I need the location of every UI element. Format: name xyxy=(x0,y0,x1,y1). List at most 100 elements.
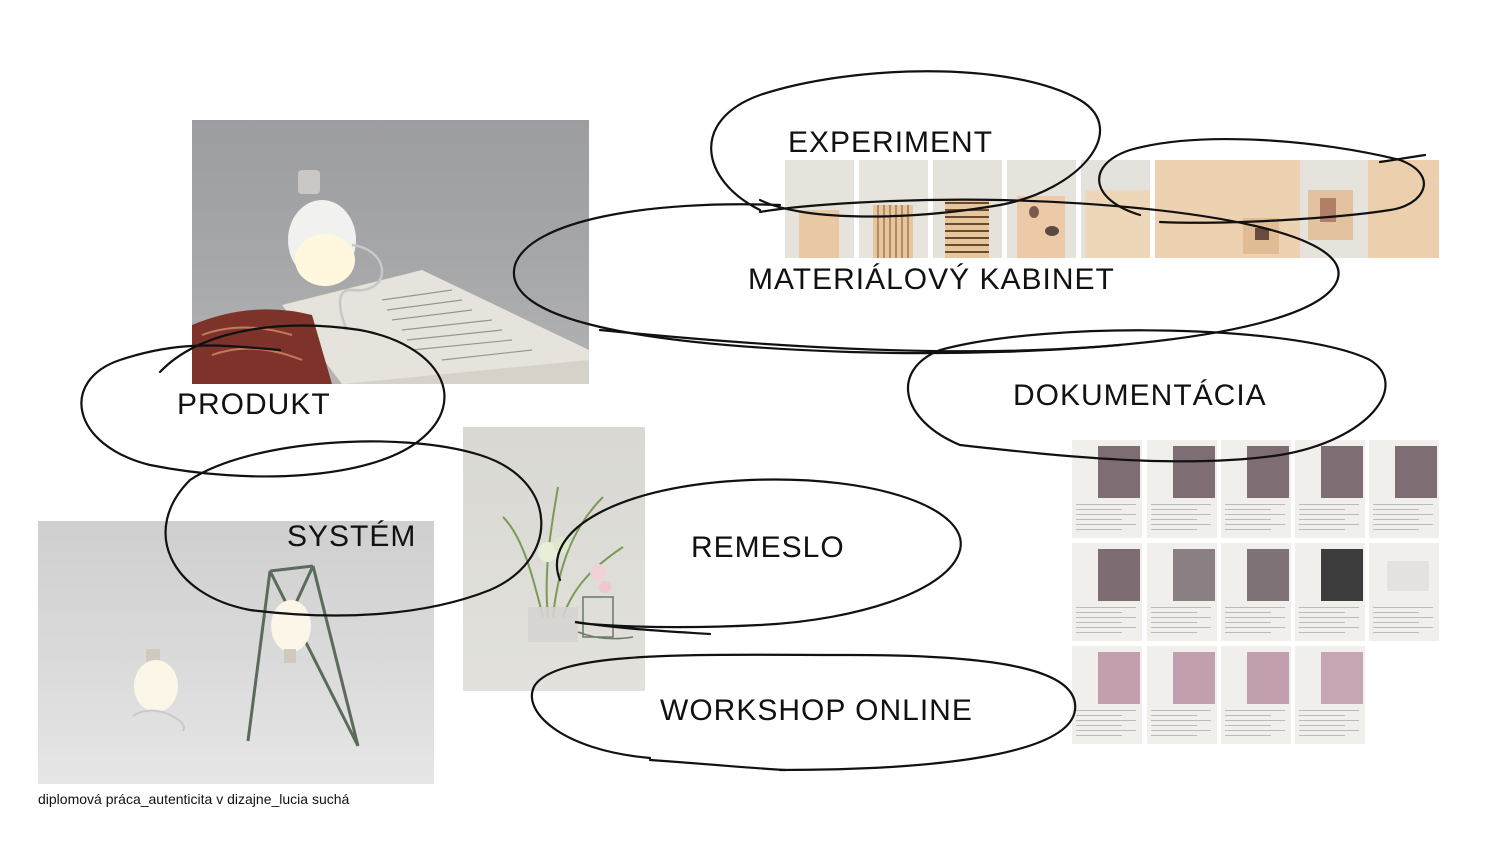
sample-tile-1 xyxy=(785,160,854,258)
label-dokumentacia: DOKUMENTÁCIA xyxy=(1013,379,1267,412)
documentation-card-line xyxy=(1225,735,1271,736)
documentation-card xyxy=(1072,646,1142,744)
documentation-card-line xyxy=(1151,519,1197,520)
documentation-card-line xyxy=(1151,730,1211,731)
documentation-card-line xyxy=(1151,607,1211,608)
documentation-card-image xyxy=(1098,446,1140,498)
documentation-card-line xyxy=(1225,617,1285,618)
experiment-loop xyxy=(710,70,1102,218)
documentation-card-line xyxy=(1299,710,1359,711)
documentation-card-line xyxy=(1076,715,1122,716)
documentation-card-line xyxy=(1299,735,1345,736)
documentation-card-line xyxy=(1373,627,1433,628)
documentation-card-line xyxy=(1076,622,1122,623)
documentation-card-line xyxy=(1225,612,1271,613)
documentation-card-image xyxy=(1173,549,1215,601)
documentation-card xyxy=(1221,543,1291,641)
remeslo-loop xyxy=(555,478,962,636)
documentation-card xyxy=(1147,543,1217,641)
label-produkt: PRODUKT xyxy=(177,388,331,421)
documentation-card xyxy=(1295,543,1365,641)
right-loop xyxy=(1098,138,1425,224)
documentation-card-line xyxy=(1225,509,1271,510)
produkt-loop xyxy=(80,324,446,478)
documentation-card-line xyxy=(1076,529,1122,530)
documentation-card-line xyxy=(1076,632,1122,633)
documentation-card-image xyxy=(1247,652,1289,704)
system-loop xyxy=(164,440,543,617)
documentation-card-line xyxy=(1076,509,1122,510)
documentation-card-line xyxy=(1151,504,1211,505)
documentation-card-line xyxy=(1225,725,1271,726)
materialovy-loop xyxy=(512,198,1340,355)
documentation-card-line xyxy=(1151,720,1211,721)
documentation-card-image xyxy=(1098,549,1140,601)
documentation-card-line xyxy=(1299,607,1359,608)
sample-tile-5 xyxy=(1081,160,1150,258)
documentation-card-line xyxy=(1151,524,1211,525)
thesis-caption: diplomová práca_autenticita v dizajne_lu… xyxy=(38,791,350,807)
documentation-card-line xyxy=(1373,632,1419,633)
documentation-card-line xyxy=(1076,720,1136,721)
documentation-card-line xyxy=(1151,725,1197,726)
documentation-card xyxy=(1072,543,1142,641)
documentation-card-line xyxy=(1373,514,1433,515)
documentation-card-line xyxy=(1076,627,1136,628)
documentation-card-line xyxy=(1225,730,1285,731)
documentation-card-line xyxy=(1076,617,1136,618)
documentation-card-line xyxy=(1225,529,1271,530)
documentation-card-line xyxy=(1373,607,1433,608)
documentation-card-line xyxy=(1299,730,1359,731)
documentation-card-image xyxy=(1395,446,1437,498)
documentation-card-line xyxy=(1076,730,1136,731)
documentation-card-line xyxy=(1373,617,1433,618)
documentation-card-line xyxy=(1299,514,1359,515)
documentation-card-line xyxy=(1076,725,1122,726)
documentation-card-line xyxy=(1076,519,1122,520)
sample-tile-4 xyxy=(1007,160,1076,258)
documentation-card-line xyxy=(1299,524,1359,525)
documentation-card-line xyxy=(1299,617,1359,618)
documentation-card xyxy=(1295,440,1365,538)
doc-cross-line xyxy=(598,328,1122,353)
lamps-illustration xyxy=(132,564,360,747)
label-system: SYSTÉM xyxy=(287,520,417,553)
documentation-card-line xyxy=(1225,524,1285,525)
documentation-card-line xyxy=(1373,519,1419,520)
label-experiment: EXPERIMENT xyxy=(788,126,994,159)
lamps-photo xyxy=(38,521,434,784)
documentation-card-line xyxy=(1151,715,1197,716)
vases-illustration xyxy=(502,486,634,642)
documentation-card-image xyxy=(1387,561,1429,591)
documentation-card-line xyxy=(1299,504,1359,505)
documentation-card-line xyxy=(1225,710,1285,711)
documentation-card-line xyxy=(1373,524,1433,525)
documentation-card-line xyxy=(1151,529,1197,530)
documentation-card-line xyxy=(1299,529,1345,530)
documentation-card-line xyxy=(1076,504,1136,505)
documentation-card-line xyxy=(1225,622,1271,623)
documentation-card-line xyxy=(1151,632,1197,633)
documentation-card-line xyxy=(1225,607,1285,608)
dokumentacia-loop xyxy=(906,329,1387,463)
documentation-card-line xyxy=(1373,529,1419,530)
documentation-card-line xyxy=(1373,509,1419,510)
lamp-book-illustration xyxy=(192,170,589,384)
documentation-card xyxy=(1295,646,1365,744)
documentation-card-line xyxy=(1151,509,1197,510)
documentation-card-line xyxy=(1076,607,1136,608)
documentation-card-image xyxy=(1247,549,1289,601)
documentation-card-line xyxy=(1373,612,1419,613)
documentation-card-line xyxy=(1151,612,1197,613)
label-remeslo: REMESLO xyxy=(691,531,845,564)
sample-tile-8 xyxy=(1368,160,1439,258)
documentation-card-line xyxy=(1151,735,1197,736)
documentation-card xyxy=(1221,646,1291,744)
vases-photo xyxy=(463,427,645,691)
documentation-card-line xyxy=(1299,627,1359,628)
documentation-card-line xyxy=(1076,735,1122,736)
documentation-card-line xyxy=(1299,725,1345,726)
documentation-card-line xyxy=(1076,710,1136,711)
documentation-card-image xyxy=(1321,549,1363,601)
